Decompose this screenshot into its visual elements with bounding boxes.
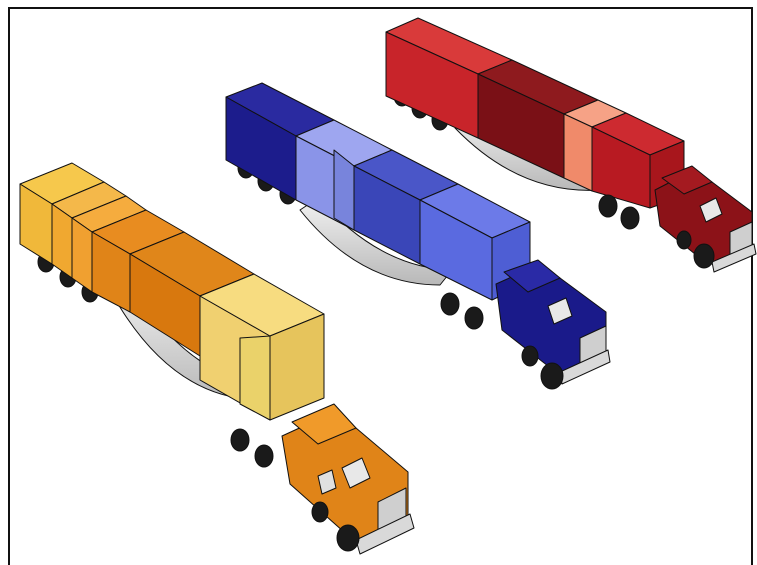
truck-blue-mid-wheels: [441, 293, 483, 329]
truck-orange-cargo-side-6b: [240, 336, 270, 420]
truck-orange-mid-wheels: [231, 429, 273, 467]
truck-red-cargo-side-3: [564, 114, 592, 191]
